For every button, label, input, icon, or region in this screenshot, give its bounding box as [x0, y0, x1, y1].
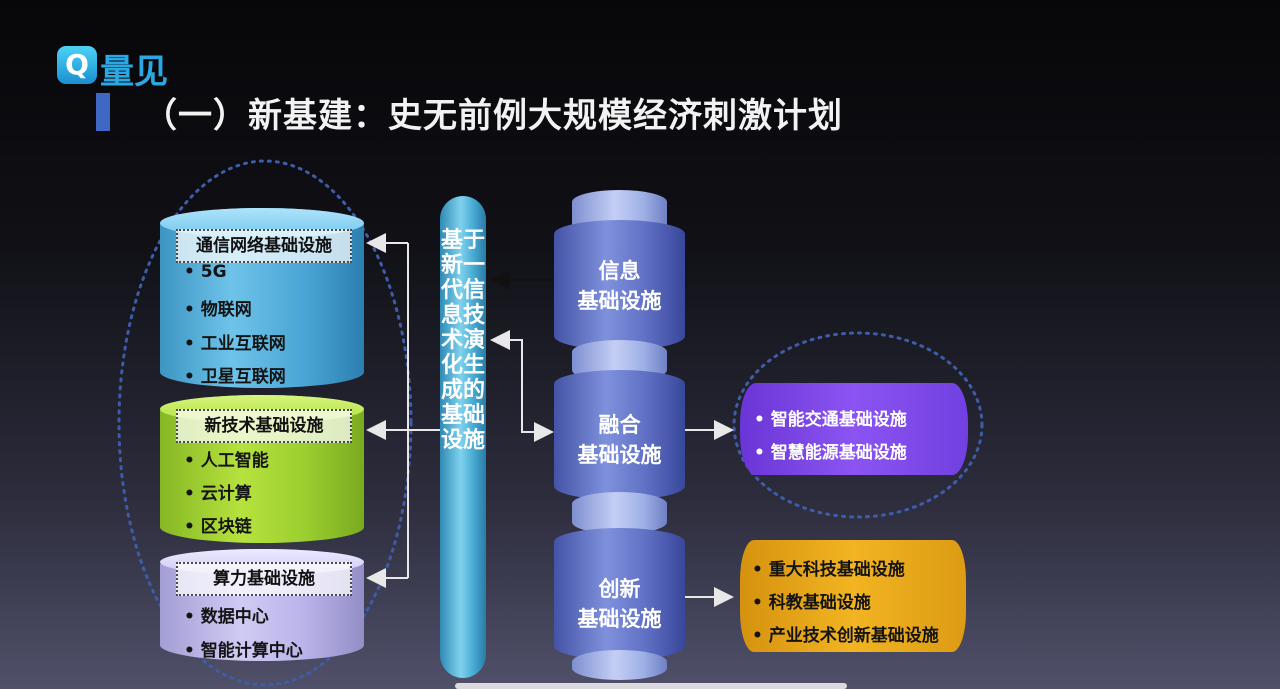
compute-item-intelligent-computing: • 智能计算中心 [184, 641, 303, 661]
innovation-item-industry-tech: • 产业技术创新基础设施 [752, 626, 939, 646]
tech-item-cloud: • 云计算 [184, 484, 252, 504]
pillar-fusion-label: 融合基础设施 [577, 413, 662, 467]
logo-icon: Q [57, 46, 97, 84]
center-vertical-label: 基于新一代信息技术演化生成的基础设施 [440, 228, 485, 453]
page-title: （一）新基建：史无前例大规模经济刺激计划 [143, 96, 843, 136]
compute-infra-header: 算力基础设施 [176, 562, 352, 596]
fusion-item-energy: • 智慧能源基础设施 [754, 443, 907, 463]
pillar-innovation-label: 创新基础设施 [577, 577, 662, 631]
fusion-group-ellipse [732, 331, 984, 519]
pillar-info-label: 信息基础设施 [577, 259, 662, 313]
network-item-satellite-internet: • 卫星互联网 [184, 367, 286, 387]
tech-item-ai: • 人工智能 [184, 451, 269, 471]
pillar-connector-2 [572, 492, 667, 534]
network-infra-header: 通信网络基础设施 [176, 229, 352, 263]
pillar-bottom-cap [572, 650, 667, 680]
title-accent-bar [96, 93, 110, 131]
pillar-innovation [554, 528, 685, 660]
network-item-5g: • 5G [184, 262, 227, 282]
left-group-ellipse [117, 159, 413, 687]
center-vertical-bar [440, 196, 486, 678]
innovation-item-major-science: • 重大科技基础设施 [752, 560, 905, 580]
innovation-item-education: • 科教基础设施 [752, 593, 871, 613]
pillar-fusion [554, 370, 685, 500]
pillar-info [554, 220, 685, 350]
tech-item-blockchain: • 区块链 [184, 517, 252, 537]
innovation-box [740, 540, 966, 652]
compute-item-data-center: • 数据中心 [184, 607, 269, 627]
horizontal-scrollbar[interactable] [455, 683, 847, 689]
fusion-box [740, 383, 968, 475]
logo-text: 量见 [100, 52, 168, 92]
network-item-iot: • 物联网 [184, 300, 252, 320]
network-item-industrial-internet: • 工业互联网 [184, 334, 286, 354]
tech-infra-header: 新技术基础设施 [176, 409, 352, 443]
fusion-item-transport: • 智能交通基础设施 [754, 410, 907, 430]
